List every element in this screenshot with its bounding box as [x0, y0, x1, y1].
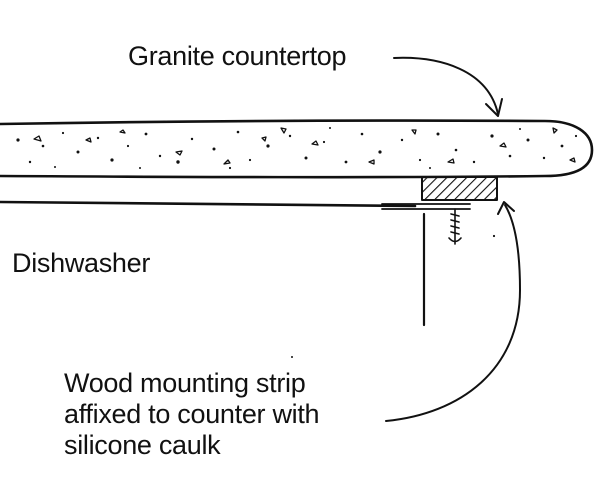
strip-label-line-1: Wood mounting strip [64, 368, 306, 398]
strip-leader-arrow [385, 201, 521, 422]
strip-label-line-3: silicone caulk [64, 430, 221, 460]
stray-mark [291, 356, 293, 358]
dishwasher-label: Dishwasher [12, 248, 151, 278]
wood-mounting-strip-label: Wood mounting strip affixed to counter w… [64, 368, 320, 461]
granite-countertop-label: Granite countertop [128, 41, 347, 71]
granite-chips [33, 127, 576, 165]
stray-mark [492, 234, 496, 238]
granite-countertop-slab [0, 119, 594, 179]
wood-mounting-strip [421, 176, 498, 201]
granite-leader-arrow [393, 56, 503, 117]
screw-icon [448, 208, 462, 245]
strip-label-line-2: affixed to counter with [64, 399, 320, 429]
dishwasher-top-edge [0, 200, 417, 208]
granite-speckles [16, 127, 578, 170]
